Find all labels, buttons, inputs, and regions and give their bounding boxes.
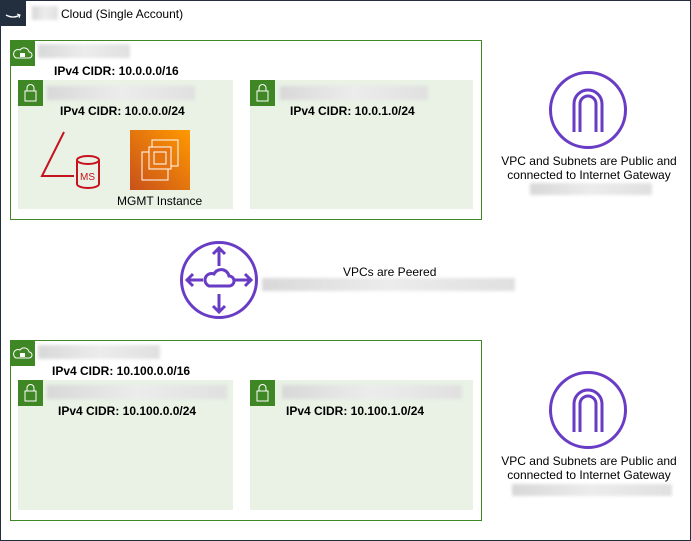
internet-gateway-icon (549, 71, 627, 149)
subnet-lock-icon (250, 380, 275, 406)
internet-gateway-icon (549, 371, 627, 449)
subnet-lock-icon (18, 380, 43, 406)
redacted-text (530, 183, 652, 195)
subnet-3 (18, 380, 233, 510)
redacted-subnet-name (47, 385, 227, 399)
vpc-cidr: IPv4 CIDR: 10.0.0.0/16 (54, 64, 179, 78)
redacted-text (262, 278, 515, 291)
subnet-cidr: IPv4 CIDR: 10.0.0.0/24 (60, 104, 185, 118)
subnet-cidr: IPv4 CIDR: 10.100.1.0/24 (286, 404, 425, 418)
rds-sqlserver-icon: MS (38, 130, 104, 195)
subnet-cidr: IPv4 CIDR: 10.100.0.0/24 (58, 404, 197, 418)
svg-text:MS: MS (80, 172, 95, 183)
vpc-cloud-lock-icon (10, 40, 35, 66)
redacted-subnet-name (280, 86, 428, 100)
subnet-1 (18, 80, 233, 209)
vpc-1 (10, 40, 482, 220)
redacted-text (512, 484, 672, 496)
redacted-vpc-name (38, 345, 160, 359)
vpc-peering-icon (180, 241, 258, 319)
redacted-name (32, 6, 58, 20)
subnet-2 (250, 80, 473, 209)
vpc-cidr: IPv4 CIDR: 10.100.0.0/16 (52, 364, 191, 378)
peering-label: VPCs are Peered (343, 265, 437, 279)
ec2-instance-icon (130, 130, 190, 190)
subnet-lock-icon (18, 80, 43, 106)
vpc-cloud-lock-icon (10, 340, 35, 366)
subnet-cidr: IPv4 CIDR: 10.0.1.0/24 (290, 104, 415, 118)
instance-label: MGMT Instance (117, 194, 203, 208)
subnet-4 (250, 380, 473, 510)
subnet-lock-icon (250, 80, 275, 106)
account-title: Cloud (Single Account) (61, 7, 184, 21)
aws-logo-icon (0, 0, 26, 26)
vpc-2 (10, 340, 482, 521)
redacted-subnet-name (47, 86, 195, 100)
redacted-vpc-name (38, 44, 130, 58)
redacted-subnet-name (282, 385, 462, 399)
